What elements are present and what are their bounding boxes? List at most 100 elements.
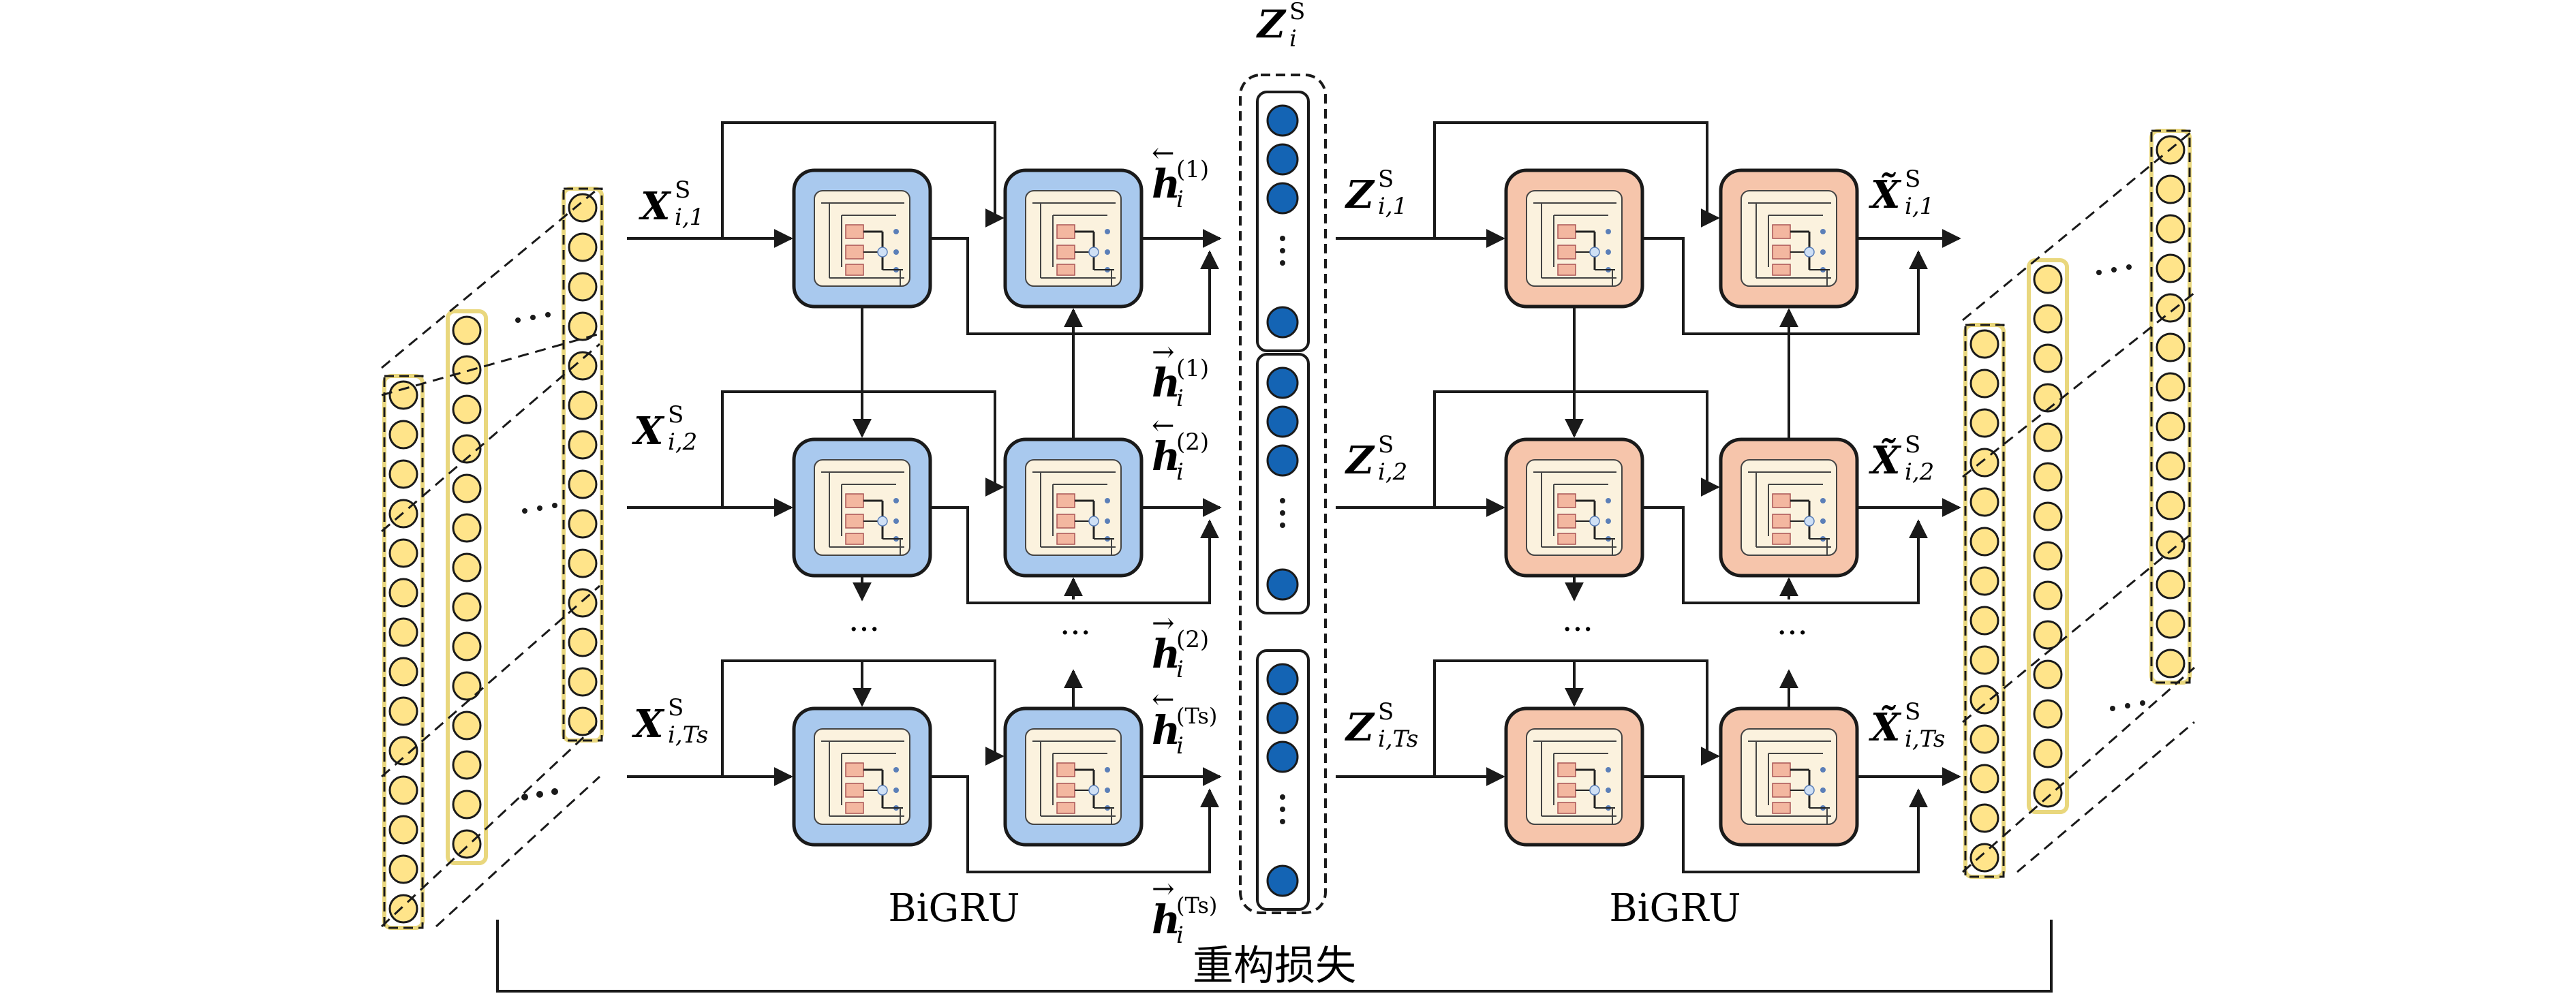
- svg-text:(Ts): (Ts): [1176, 892, 1217, 918]
- ellipsis-dot: [2111, 267, 2117, 272]
- feature-node: [388, 578, 418, 608]
- ellipsis-dot: [551, 788, 558, 795]
- forward-state-label-2: → h (2) i: [1152, 608, 1209, 683]
- feature-node: [2033, 620, 2063, 650]
- output-label-1: X̃ S i,1: [1869, 166, 1934, 220]
- output-column-3: [1963, 323, 2006, 879]
- feature-node: [2156, 490, 2186, 520]
- svg-text:X̃: X̃: [1869, 438, 1902, 483]
- svg-text:h: h: [1152, 631, 1180, 677]
- feature-node: [568, 667, 598, 697]
- gru-gate-icon: [813, 189, 911, 287]
- feature-node: [568, 390, 598, 420]
- gru-gate-icon: [1525, 189, 1623, 287]
- feature-node: [2033, 541, 2063, 571]
- encoder-backward-cell-2: [1003, 437, 1144, 578]
- feature-node: [452, 631, 482, 661]
- svg-text:(Ts): (Ts): [1176, 703, 1217, 729]
- encoder-backward-cell-1: [1003, 168, 1144, 309]
- ellipsis-dot: [522, 508, 527, 514]
- latent-node: [1266, 740, 1299, 773]
- svg-text:Z: Z: [1345, 438, 1375, 483]
- feature-node: [452, 790, 482, 820]
- encoder-forward-cell-1: [792, 168, 932, 309]
- feature-node: [568, 272, 598, 302]
- feature-node: [452, 513, 482, 543]
- latent-vdot: [1280, 523, 1285, 528]
- latent-node: [1266, 182, 1299, 215]
- svg-text:i,1: i,1: [1378, 193, 1407, 220]
- latent-vdot: [1280, 260, 1285, 266]
- svg-text:h: h: [1152, 360, 1180, 406]
- forward-state-label-ts: → h (Ts) i: [1152, 873, 1217, 949]
- svg-text:X: X: [632, 702, 665, 747]
- svg-text:h: h: [1152, 433, 1180, 480]
- encoder-backward-cell-3: [1003, 706, 1144, 847]
- svg-text:(2): (2): [1176, 428, 1209, 456]
- input-label-2: X S i,2: [632, 401, 697, 456]
- feature-node: [2033, 659, 2063, 689]
- feature-node: [568, 430, 598, 460]
- dec-skip-arrow-3: [1433, 659, 1720, 777]
- column-frame: [2149, 129, 2192, 685]
- latent-vdot: [1280, 794, 1285, 800]
- feature-node: [2033, 462, 2063, 492]
- ellipsis-dot: [536, 791, 543, 798]
- feature-node: [2156, 372, 2186, 402]
- svg-text:i,2: i,2: [1378, 458, 1407, 486]
- latent-vdot: [1280, 236, 1285, 241]
- loss-label: 重构损失: [1193, 942, 1356, 990]
- latent-node: [1266, 702, 1299, 734]
- feature-node: [452, 829, 482, 859]
- svg-text:i,2: i,2: [668, 428, 697, 456]
- svg-text:S: S: [675, 176, 690, 204]
- svg-text:Z: Z: [1345, 172, 1375, 217]
- ellipsis-dot: [530, 315, 536, 320]
- svg-text:i: i: [1289, 25, 1297, 52]
- feature-node: [1969, 685, 1999, 715]
- latent-group-1: [1256, 91, 1310, 352]
- feature-node: [388, 538, 418, 568]
- feature-node: [2033, 422, 2063, 452]
- ellipsis-dot: [537, 505, 542, 511]
- gru-gate-icon: [1740, 728, 1838, 826]
- feature-node: [452, 355, 482, 385]
- encoder-caption: BiGRU: [888, 886, 1019, 931]
- feature-node: [568, 627, 598, 657]
- connectors: [627, 121, 1961, 873]
- column-dashed-outline: [1964, 324, 2005, 878]
- perspective-line: [1962, 292, 2195, 478]
- svg-text:i: i: [1176, 458, 1184, 486]
- feature-node: [1969, 606, 1999, 636]
- feature-node: [388, 815, 418, 845]
- latent-node: [1266, 864, 1299, 897]
- feature-node: [2156, 332, 2186, 362]
- feature-node: [568, 232, 598, 262]
- feature-node: [2033, 264, 2063, 294]
- feature-node: [388, 775, 418, 805]
- feature-node: [2033, 304, 2063, 334]
- svg-text:S: S: [1289, 0, 1305, 25]
- gru-gate-icon: [1740, 458, 1838, 557]
- feature-node: [568, 311, 598, 341]
- svg-text:i: i: [1176, 385, 1184, 412]
- forward-state-arrow-1: [930, 237, 1219, 335]
- perspective-line: [2017, 721, 2195, 873]
- perspective-line: [435, 775, 601, 928]
- output-tensor: [1962, 128, 2195, 879]
- feature-node: [1969, 408, 1999, 438]
- decoder-caption: BiGRU: [1609, 886, 1741, 931]
- dec-skip-arrow-2: [1433, 390, 1720, 508]
- decoder-backward-cell-1: [1719, 168, 1859, 309]
- skip-arrow-3: [721, 659, 1005, 777]
- feature-node: [1969, 369, 1999, 399]
- column-dashed-outline: [562, 187, 603, 742]
- svg-text:i: i: [1176, 186, 1184, 213]
- output-label-2: X̃ S i,2: [1869, 431, 1934, 486]
- feature-node: [1969, 724, 1999, 754]
- gru-cells: [792, 168, 1859, 847]
- svg-text:(1): (1): [1176, 156, 1209, 183]
- feature-node: [388, 854, 418, 884]
- svg-text:X: X: [639, 184, 672, 229]
